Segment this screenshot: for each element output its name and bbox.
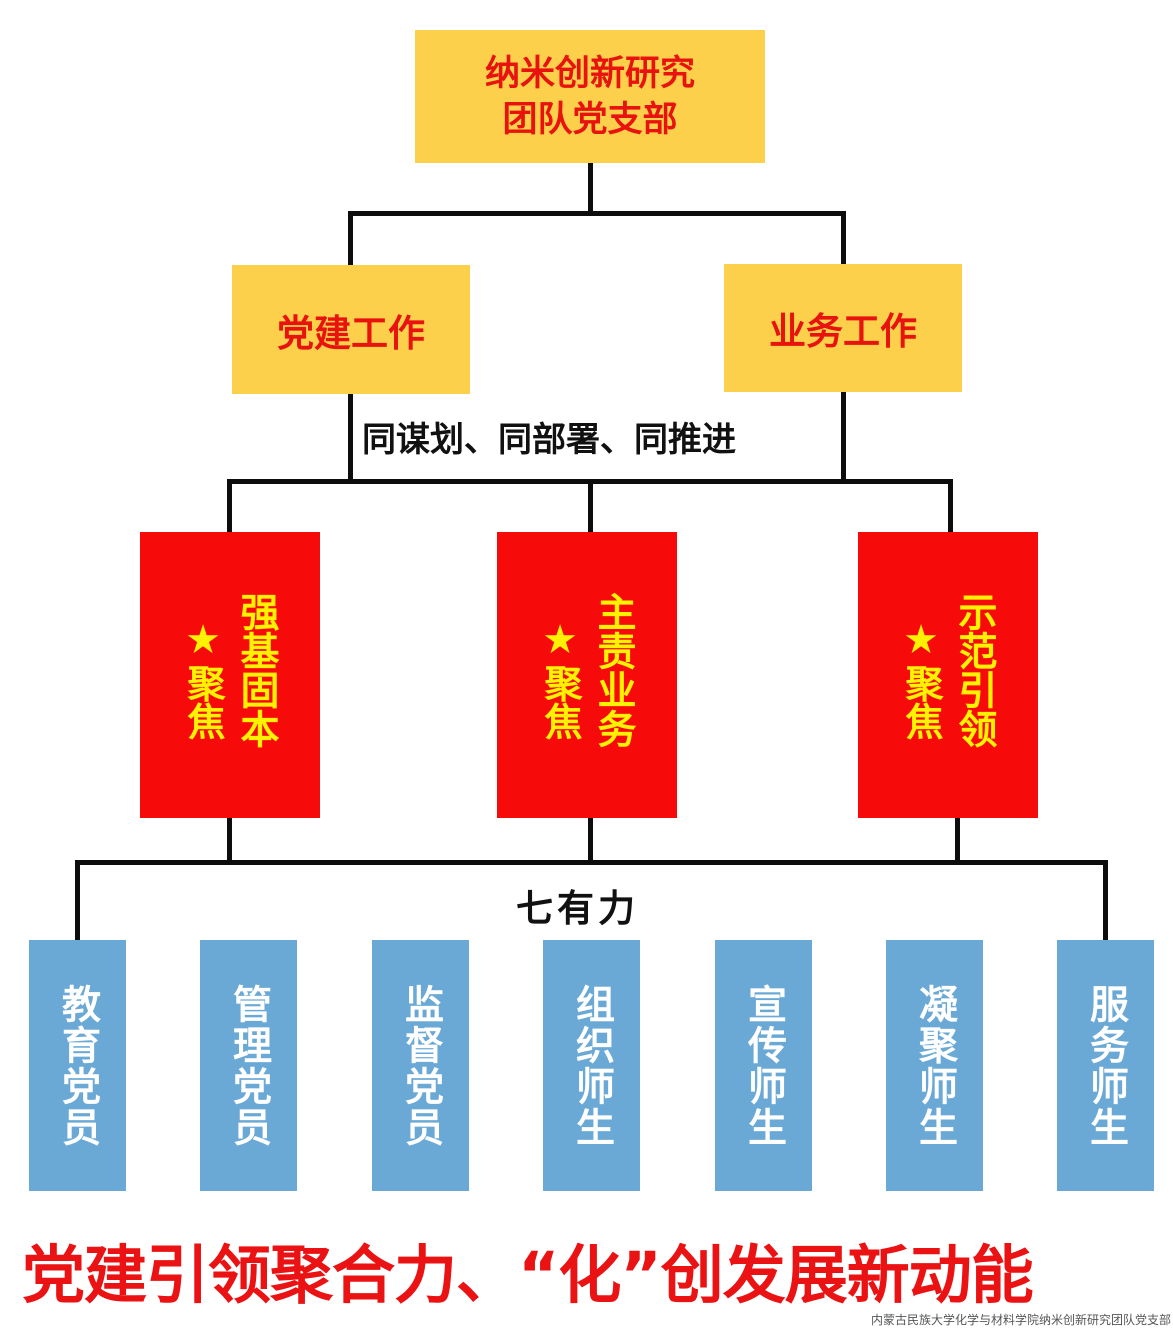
root-title-line1: 纳米创新研究: [484, 53, 695, 94]
seven-label-2: 管理党员: [226, 983, 272, 1148]
seven-label-5: 宣传师生: [741, 983, 787, 1148]
seven-node-1: 教育党员: [29, 940, 126, 1191]
focus-node-2: 主责业务 ★ 聚焦: [497, 532, 677, 818]
seven-node-2: 管理党员: [200, 940, 297, 1191]
focus-node-1: 强基固本 ★ 聚焦: [140, 532, 320, 818]
seven-drop-left: [75, 860, 80, 940]
seven-label-4: 组织师生: [569, 983, 615, 1148]
seven-label-1: 教育党员: [55, 983, 101, 1148]
seven-crossbar: [75, 860, 1108, 865]
business-stem: [841, 392, 846, 482]
seven-node-4: 组织师生: [543, 940, 640, 1191]
seven-node-5: 宣传师生: [715, 940, 812, 1191]
root-stem: [588, 163, 593, 214]
focus-title-2: 主责业务: [591, 592, 636, 748]
branch-drop-right: [841, 211, 846, 264]
root-node-party-branch: 纳米创新研究 团队党支部: [415, 30, 765, 163]
focus-title-1: 强基固本: [234, 592, 279, 748]
focus-drop-3: [948, 479, 953, 532]
watermark-text: 内蒙古民族大学化学与材料学院纳米创新研究团队党支部: [870, 1313, 1171, 1327]
star-icon: ★: [185, 617, 221, 663]
branch-label-business-work: 业务工作: [769, 310, 917, 353]
slogan: 党建引领聚合力、“化”创发展新动能: [22, 1239, 1034, 1312]
focus-prefix-3: 聚焦: [899, 664, 943, 740]
seven-label-3: 监督党员: [398, 983, 444, 1148]
root-title-line2: 团队党支部: [502, 99, 678, 140]
focus-rise-2: [588, 818, 593, 863]
star-icon: ★: [903, 617, 939, 663]
focus-rise-1: [227, 818, 232, 863]
seven-label-7: 服务师生: [1083, 983, 1129, 1148]
focus-drop-2: [588, 479, 593, 532]
focus-prefix-1: 聚焦: [181, 664, 225, 740]
seven-node-6: 凝聚师生: [886, 940, 983, 1191]
branch-drop-left: [348, 211, 353, 265]
focus-prefix-2: 聚焦: [538, 664, 582, 740]
focus-rise-3: [955, 818, 960, 863]
branch-node-business-work: 业务工作: [724, 264, 962, 392]
seven-drop-right: [1103, 860, 1108, 940]
focus-title-3: 示范引领: [952, 592, 997, 748]
focus-drop-1: [227, 479, 232, 532]
focus-node-3: 示范引领 ★ 聚焦: [858, 532, 1038, 818]
seven-forces-label: 七有力: [516, 887, 639, 930]
coordination-label: 同谋划、同部署、同推进: [362, 420, 736, 460]
seven-label-6: 凝聚师生: [912, 983, 958, 1148]
party-stem: [348, 394, 353, 482]
star-icon: ★: [542, 617, 578, 663]
branch-node-party-work: 党建工作: [232, 265, 470, 394]
branch-label-party-work: 党建工作: [277, 311, 425, 355]
seven-node-3: 监督党员: [372, 940, 469, 1191]
branch-crossbar: [348, 211, 846, 216]
seven-node-7: 服务师生: [1057, 940, 1154, 1191]
